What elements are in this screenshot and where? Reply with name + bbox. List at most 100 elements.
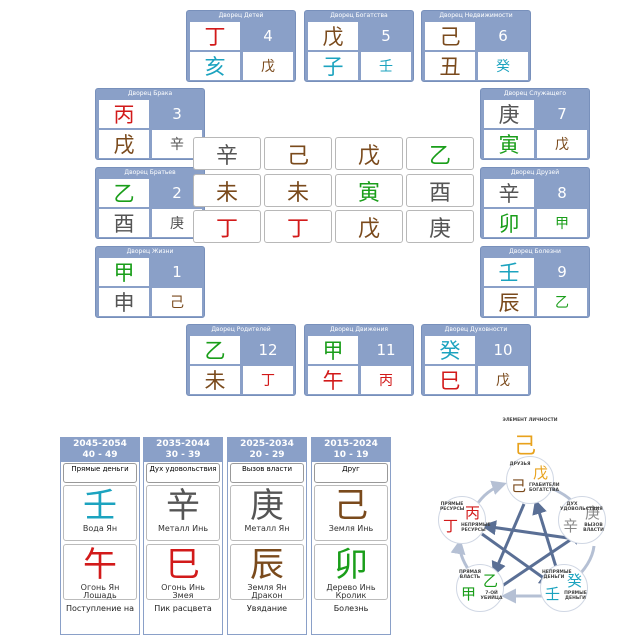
palace-hidden-stem: 甲 xyxy=(537,209,587,237)
palace-movement: Дворец Движения 甲 11 午 丙 xyxy=(304,324,414,396)
palace-title: Дворец Брака xyxy=(127,90,173,97)
palace-title: Дворец Детей xyxy=(218,12,264,19)
palace-number: 11 xyxy=(376,341,396,359)
luck-pillar: 2025-2034 20 - 29 Вызов власти 庚 Металл … xyxy=(227,437,307,635)
element-node-char: 丁 xyxy=(443,517,459,535)
pillar-stage: Поступление на xyxy=(66,604,134,613)
pillar-branch: 巳 xyxy=(166,545,200,585)
grid-cell: 酉 xyxy=(406,174,474,207)
pillar-header: 2025-2034 20 - 29 xyxy=(228,438,306,462)
element-node-label: ПРЯМЫЕ РЕСУРСЫ xyxy=(440,502,465,512)
palace-number: 12 xyxy=(258,341,278,359)
pillar-branch-label: Земля Ян xyxy=(247,583,287,592)
pillar-header: 2045-2054 40 - 49 xyxy=(61,438,139,462)
grid-cell: 戊 xyxy=(335,210,403,243)
element-node-label: 7-ОЙ УБИЙЦА xyxy=(480,591,503,601)
pillar-stem-box: 壬 Вода Ян xyxy=(63,485,137,541)
palace-stem: 丙 xyxy=(99,100,149,128)
element-node-wood: 甲 乙 ПРЯМАЯ ВЛАСТЬ 7-ОЙ УБИЙЦА xyxy=(456,564,504,612)
element-node-label: ДУХ УДОВОЛЬСТВИЯ xyxy=(560,502,603,512)
palace-life: Дворец Жизни 甲 1 申 己 xyxy=(95,246,205,318)
element-personality-char: 己 xyxy=(514,434,537,459)
palace-number: 3 xyxy=(172,105,182,123)
luck-pillar: 2045-2054 40 - 49 Прямые деньги 壬 Вода Я… xyxy=(60,437,140,635)
pillar-ages: 40 - 49 xyxy=(82,450,118,460)
palace-friends: Дворец Друзей 辛 8 卯 甲 xyxy=(480,167,590,239)
palace-title: Дворец Служащего xyxy=(503,90,567,97)
element-node-label: НЕПРЯМЫЕ ДЕНЬГИ xyxy=(542,570,572,580)
palace-hidden-stem: 癸 xyxy=(478,52,528,80)
element-node-char: 己 xyxy=(511,477,527,495)
pillar-stem-label: Металл Ян xyxy=(244,524,290,533)
pillar-branch: 午 xyxy=(83,545,117,585)
pillar-stage: Увядание xyxy=(246,604,288,613)
palace-hidden-stem: 壬 xyxy=(361,52,411,80)
palace-stem: 壬 xyxy=(484,258,534,286)
pillar-stem-label: Земля Инь xyxy=(328,524,374,533)
palace-hidden-stem: 己 xyxy=(152,288,202,316)
element-node-char: 壬 xyxy=(545,585,561,603)
pillar-header: 2035-2044 30 - 39 xyxy=(144,438,222,462)
palace-title: Дворец Болезни xyxy=(509,248,561,255)
palace-branch: 酉 xyxy=(99,209,149,237)
palace-number: 7 xyxy=(557,105,567,123)
palace-title: Дворец Движения xyxy=(329,326,389,333)
element-node-label: ДРУЗЬЯ xyxy=(509,462,531,467)
pillar-years: 2045-2054 xyxy=(73,439,127,449)
palace-title: Дворец Друзей xyxy=(510,169,560,176)
palace-number: 5 xyxy=(381,27,391,45)
luck-pillar: 2015-2024 10 - 19 Друг 己 Земля Инь 卯 Дер… xyxy=(311,437,391,635)
palace-hidden-stem: 乙 xyxy=(537,288,587,316)
element-node-char: 戊 xyxy=(533,464,549,482)
palace-branch: 亥 xyxy=(190,52,240,80)
palace-servants: Дворец Служащего 庚 7 寅 戊 xyxy=(480,88,590,160)
element-node-label: ПРЯМЫЕ ДЕНЬГИ xyxy=(564,591,587,601)
element-node-char: 甲 xyxy=(461,585,477,603)
palace-title: Дворец Духовности xyxy=(444,326,508,333)
element-node-char: 丙 xyxy=(465,504,481,522)
pillar-branch-label: Огонь Ян xyxy=(80,583,120,592)
pillar-stem-box: 己 Земля Инь xyxy=(314,485,388,541)
palace-stem: 甲 xyxy=(99,258,149,286)
palace-spirit: Дворец Духовности 癸 10 巳 戊 xyxy=(421,324,531,396)
grid-cell: 丁 xyxy=(193,210,261,243)
pillar-branch-box: 巳 Огонь Инь Змея xyxy=(146,544,220,600)
element-node-char: 乙 xyxy=(483,572,499,590)
pillar-ten-god: Вызов власти xyxy=(230,463,304,483)
grid-cell: 未 xyxy=(264,174,332,207)
pillar-branch-box: 卯 Дерево Инь Кролик xyxy=(314,544,388,600)
pillar-branch: 卯 xyxy=(334,545,368,585)
pillar-stage: Болезнь xyxy=(333,604,369,613)
palace-stem: 乙 xyxy=(190,336,240,364)
palace-hidden-stem: 戊 xyxy=(537,130,587,158)
palace-stem: 丁 xyxy=(190,22,240,50)
palace-wealth: Дворец Богатства 戊 5 子 壬 xyxy=(304,10,414,82)
grid-cell: 寅 xyxy=(335,174,403,207)
pillar-stem-label: Металл Инь xyxy=(157,524,209,533)
pillar-branch-label: Дерево Инь xyxy=(326,583,376,592)
grid-cell: 辛 xyxy=(193,137,261,170)
palace-title: Дворец Жизни xyxy=(126,248,174,255)
palace-number: 1 xyxy=(172,263,182,281)
element-node-label: ГРАБИТЕЛИ БОГАТСТВА xyxy=(529,483,560,493)
palace-branch: 丑 xyxy=(425,52,475,80)
pillar-years: 2025-2034 xyxy=(240,439,294,449)
palace-hidden-stem: 丁 xyxy=(243,366,293,394)
grid-cell: 丁 xyxy=(264,210,332,243)
element-node-earth: 己 戊 ДРУЗЬЯ ГРАБИТЕЛИ БОГАТСТВА xyxy=(506,456,560,504)
element-node-char: 癸 xyxy=(567,572,583,590)
palace-stem: 辛 xyxy=(484,179,534,207)
palace-children: Дворец Детей 丁 4 亥 戊 xyxy=(186,10,296,82)
palace-stem: 己 xyxy=(425,22,475,50)
palace-number: 8 xyxy=(557,184,567,202)
pillar-branch-box: 辰 Земля Ян Дракон xyxy=(230,544,304,600)
element-node-metal: 辛 庚 ДУХ УДОВОЛЬСТВИЯ ВЫЗОВ ВЛАСТИ xyxy=(558,496,606,544)
pillar-branch-label: Огонь Инь xyxy=(161,583,205,592)
pillar-branch-animal: Лошадь xyxy=(83,591,117,600)
pillar-stem-box: 庚 Металл Ян xyxy=(230,485,304,541)
palace-marriage: Дворец Брака 丙 3 戌 辛 xyxy=(95,88,205,160)
palace-stem: 癸 xyxy=(425,336,475,364)
palace-branch: 卯 xyxy=(484,209,534,237)
pillar-stem: 辛 xyxy=(166,486,200,526)
pillar-stage: Пик расцвета xyxy=(154,604,212,613)
